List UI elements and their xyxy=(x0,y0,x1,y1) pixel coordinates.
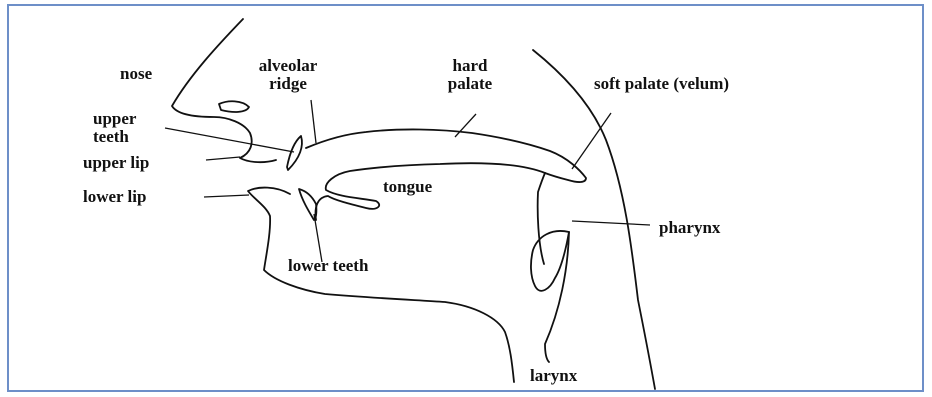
leader-lower-lip xyxy=(204,195,249,197)
label-lower-teeth: lower teeth xyxy=(288,256,368,275)
label-hard-palate-line2: palate xyxy=(435,74,505,93)
leader-alveolar-ridge xyxy=(311,100,316,143)
leader-upper-lip xyxy=(206,157,240,160)
leader-lower-teeth xyxy=(314,214,322,262)
label-pharynx: pharynx xyxy=(659,218,720,237)
label-lower-lip: lower lip xyxy=(83,187,146,206)
leader-soft-palate xyxy=(572,113,611,169)
label-upper-teeth-line2: teeth xyxy=(93,127,129,146)
label-tongue: tongue xyxy=(383,177,432,196)
head-back-line xyxy=(533,50,655,389)
label-alveolar-ridge-line1: alveolar xyxy=(248,56,328,75)
leader-pharynx xyxy=(572,221,650,225)
label-upper-lip: upper lip xyxy=(83,153,149,172)
upper-teeth-shape xyxy=(287,136,302,170)
pharynx-back-wall xyxy=(538,173,545,264)
label-hard-palate-line1: hard xyxy=(435,56,505,75)
label-nose: nose xyxy=(120,64,152,83)
label-upper-teeth-line1: upper xyxy=(93,109,136,128)
label-alveolar-ridge-line2: ridge xyxy=(248,74,328,93)
jaw-outline xyxy=(248,188,514,382)
label-soft-palate: soft palate (velum) xyxy=(594,74,729,93)
nostril-shape xyxy=(219,101,249,112)
label-larynx: larynx xyxy=(530,366,577,385)
leader-upper-teeth xyxy=(165,128,294,152)
